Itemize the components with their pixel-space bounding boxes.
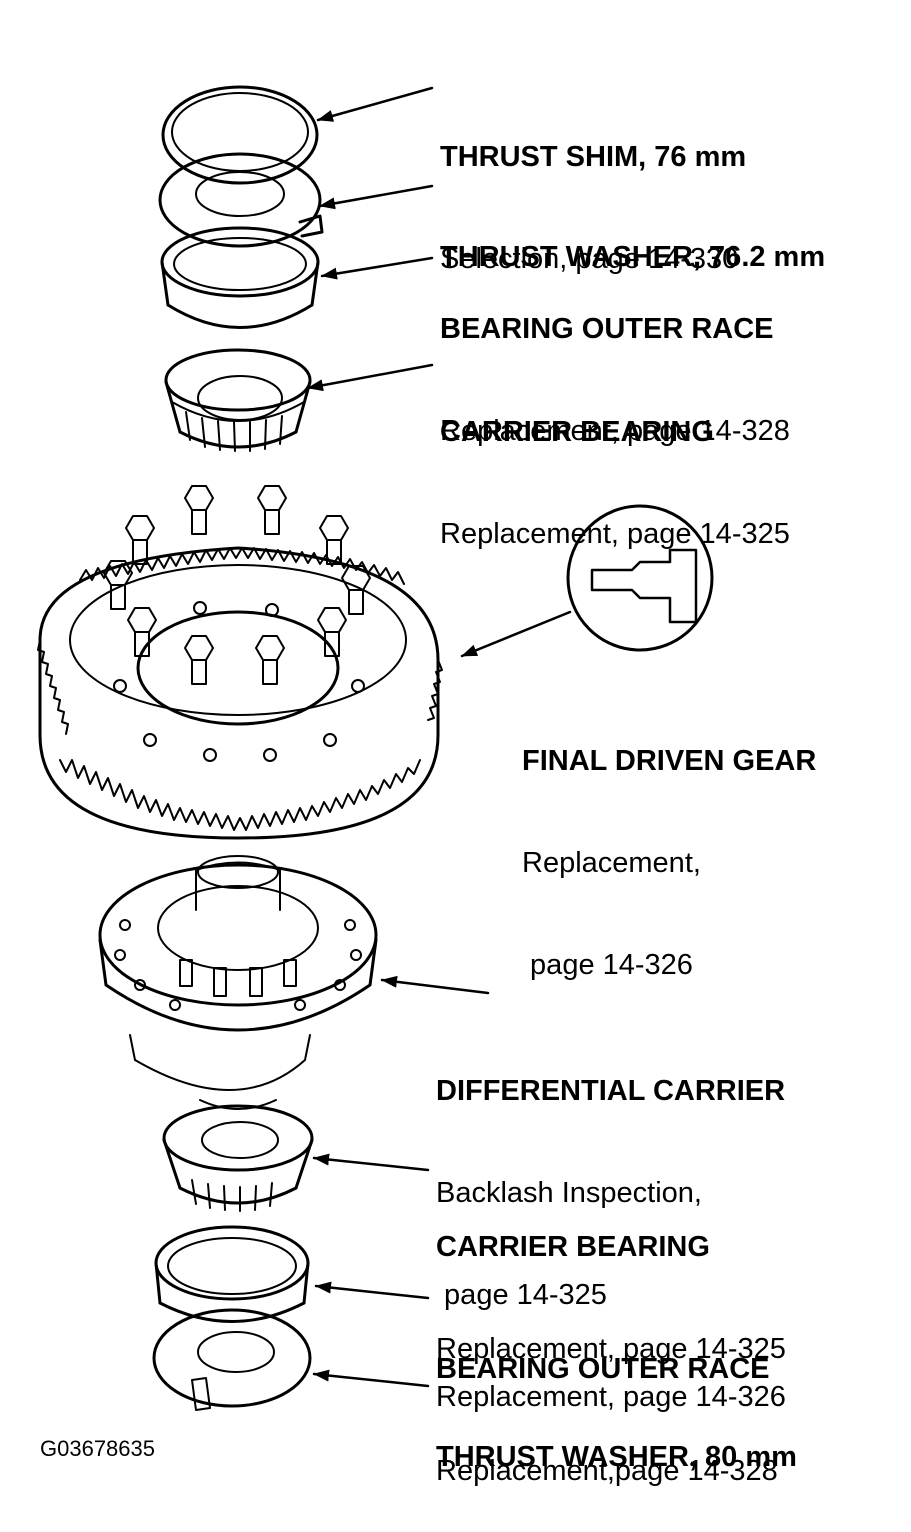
callout-line: page 14-325 [436, 1279, 607, 1311]
callout-thrust-shim: THRUST SHIM, 76 mm Selection, page 14-33… [440, 72, 746, 344]
callout-line: Replacement, page 14-325 [436, 1333, 786, 1365]
callout-line: page 14-326 [522, 949, 693, 981]
arrow-bearing-outer-race-bottom [314, 1281, 430, 1300]
callout-line: Selection, page 14-330 [440, 243, 739, 275]
thrust-washer-80-part [152, 1308, 312, 1411]
arrow-carrier-bearing-top [306, 363, 434, 392]
callout-title: BEARING OUTER RACE [436, 1353, 770, 1385]
callout-line: Replacement, page 14-325 [440, 518, 790, 550]
callout-carrier-bearing-bottom: CARRIER BEARING Replacement, page 14-325 [436, 1162, 786, 1434]
callout-title: CARRIER BEARING [440, 416, 714, 448]
thrust-shim-part [161, 85, 319, 185]
arrow-bearing-outer-race-top [320, 256, 434, 280]
arrow-carrier-bearing-bottom [312, 1153, 430, 1172]
arrow-final-driven-gear [460, 610, 572, 658]
arrow-thrust-washer-76 [318, 184, 434, 210]
callout-title: THRUST WASHER, 80 mm [436, 1441, 797, 1473]
final-driven-gear-part [37, 485, 443, 840]
callout-bearing-outer-race-top: BEARING OUTER RACE Replacement, page 14-… [440, 244, 790, 516]
callout-title: BEARING OUTER RACE [440, 313, 774, 345]
callout-final-driven-gear: FINAL DRIVEN GEAR Replacement, page 14-3… [522, 676, 816, 1050]
callout-title: THRUST WASHER, 76.2 mm [440, 241, 826, 273]
arrow-thrust-shim [316, 86, 434, 122]
callout-line: Replacement, [522, 847, 701, 879]
leader-arrows [306, 86, 572, 1388]
callout-title: FINAL DRIVEN GEAR [522, 745, 817, 777]
bearing-outer-race-bottom-part [154, 1225, 310, 1323]
callout-thrust-washer-80: THRUST WASHER, 80 mm [436, 1372, 797, 1532]
callout-thrust-washer-76: THRUST WASHER, 76.2 mm [440, 172, 825, 342]
thrust-washer-76-part [158, 152, 324, 248]
arrow-thrust-washer-80 [312, 1369, 430, 1388]
gear-profile-inset [566, 504, 714, 652]
arrow-differential-carrier [380, 975, 490, 995]
callout-line: Replacement,page 14-328 [436, 1455, 778, 1487]
carrier-bearing-top-part [164, 348, 312, 452]
callout-carrier-bearing-top: CARRIER BEARING Replacement, page 14-325 [440, 347, 790, 619]
callout-title: DIFFERENTIAL CARRIER [436, 1075, 786, 1107]
callout-differential-carrier: DIFFERENTIAL CARRIER Backlash Inspection… [436, 1006, 786, 1482]
callout-title: CARRIER BEARING [436, 1231, 710, 1263]
carrier-bearing-bottom-part [162, 1104, 314, 1212]
callout-title: THRUST SHIM, 76 mm [440, 141, 747, 173]
bearing-outer-race-top-part [160, 226, 320, 329]
callout-line: Backlash Inspection, [436, 1177, 702, 1209]
differential-carrier-part [98, 855, 378, 1110]
callout-bearing-outer-race-bottom: BEARING OUTER RACE Replacement,page 14-3… [436, 1284, 778, 1532]
callout-line: Replacement, page 14-328 [440, 415, 790, 447]
callout-line: Replacement, page 14-326 [436, 1381, 786, 1413]
figure-id: G03678635 [40, 1436, 155, 1461]
gear-bolts [103, 485, 371, 685]
